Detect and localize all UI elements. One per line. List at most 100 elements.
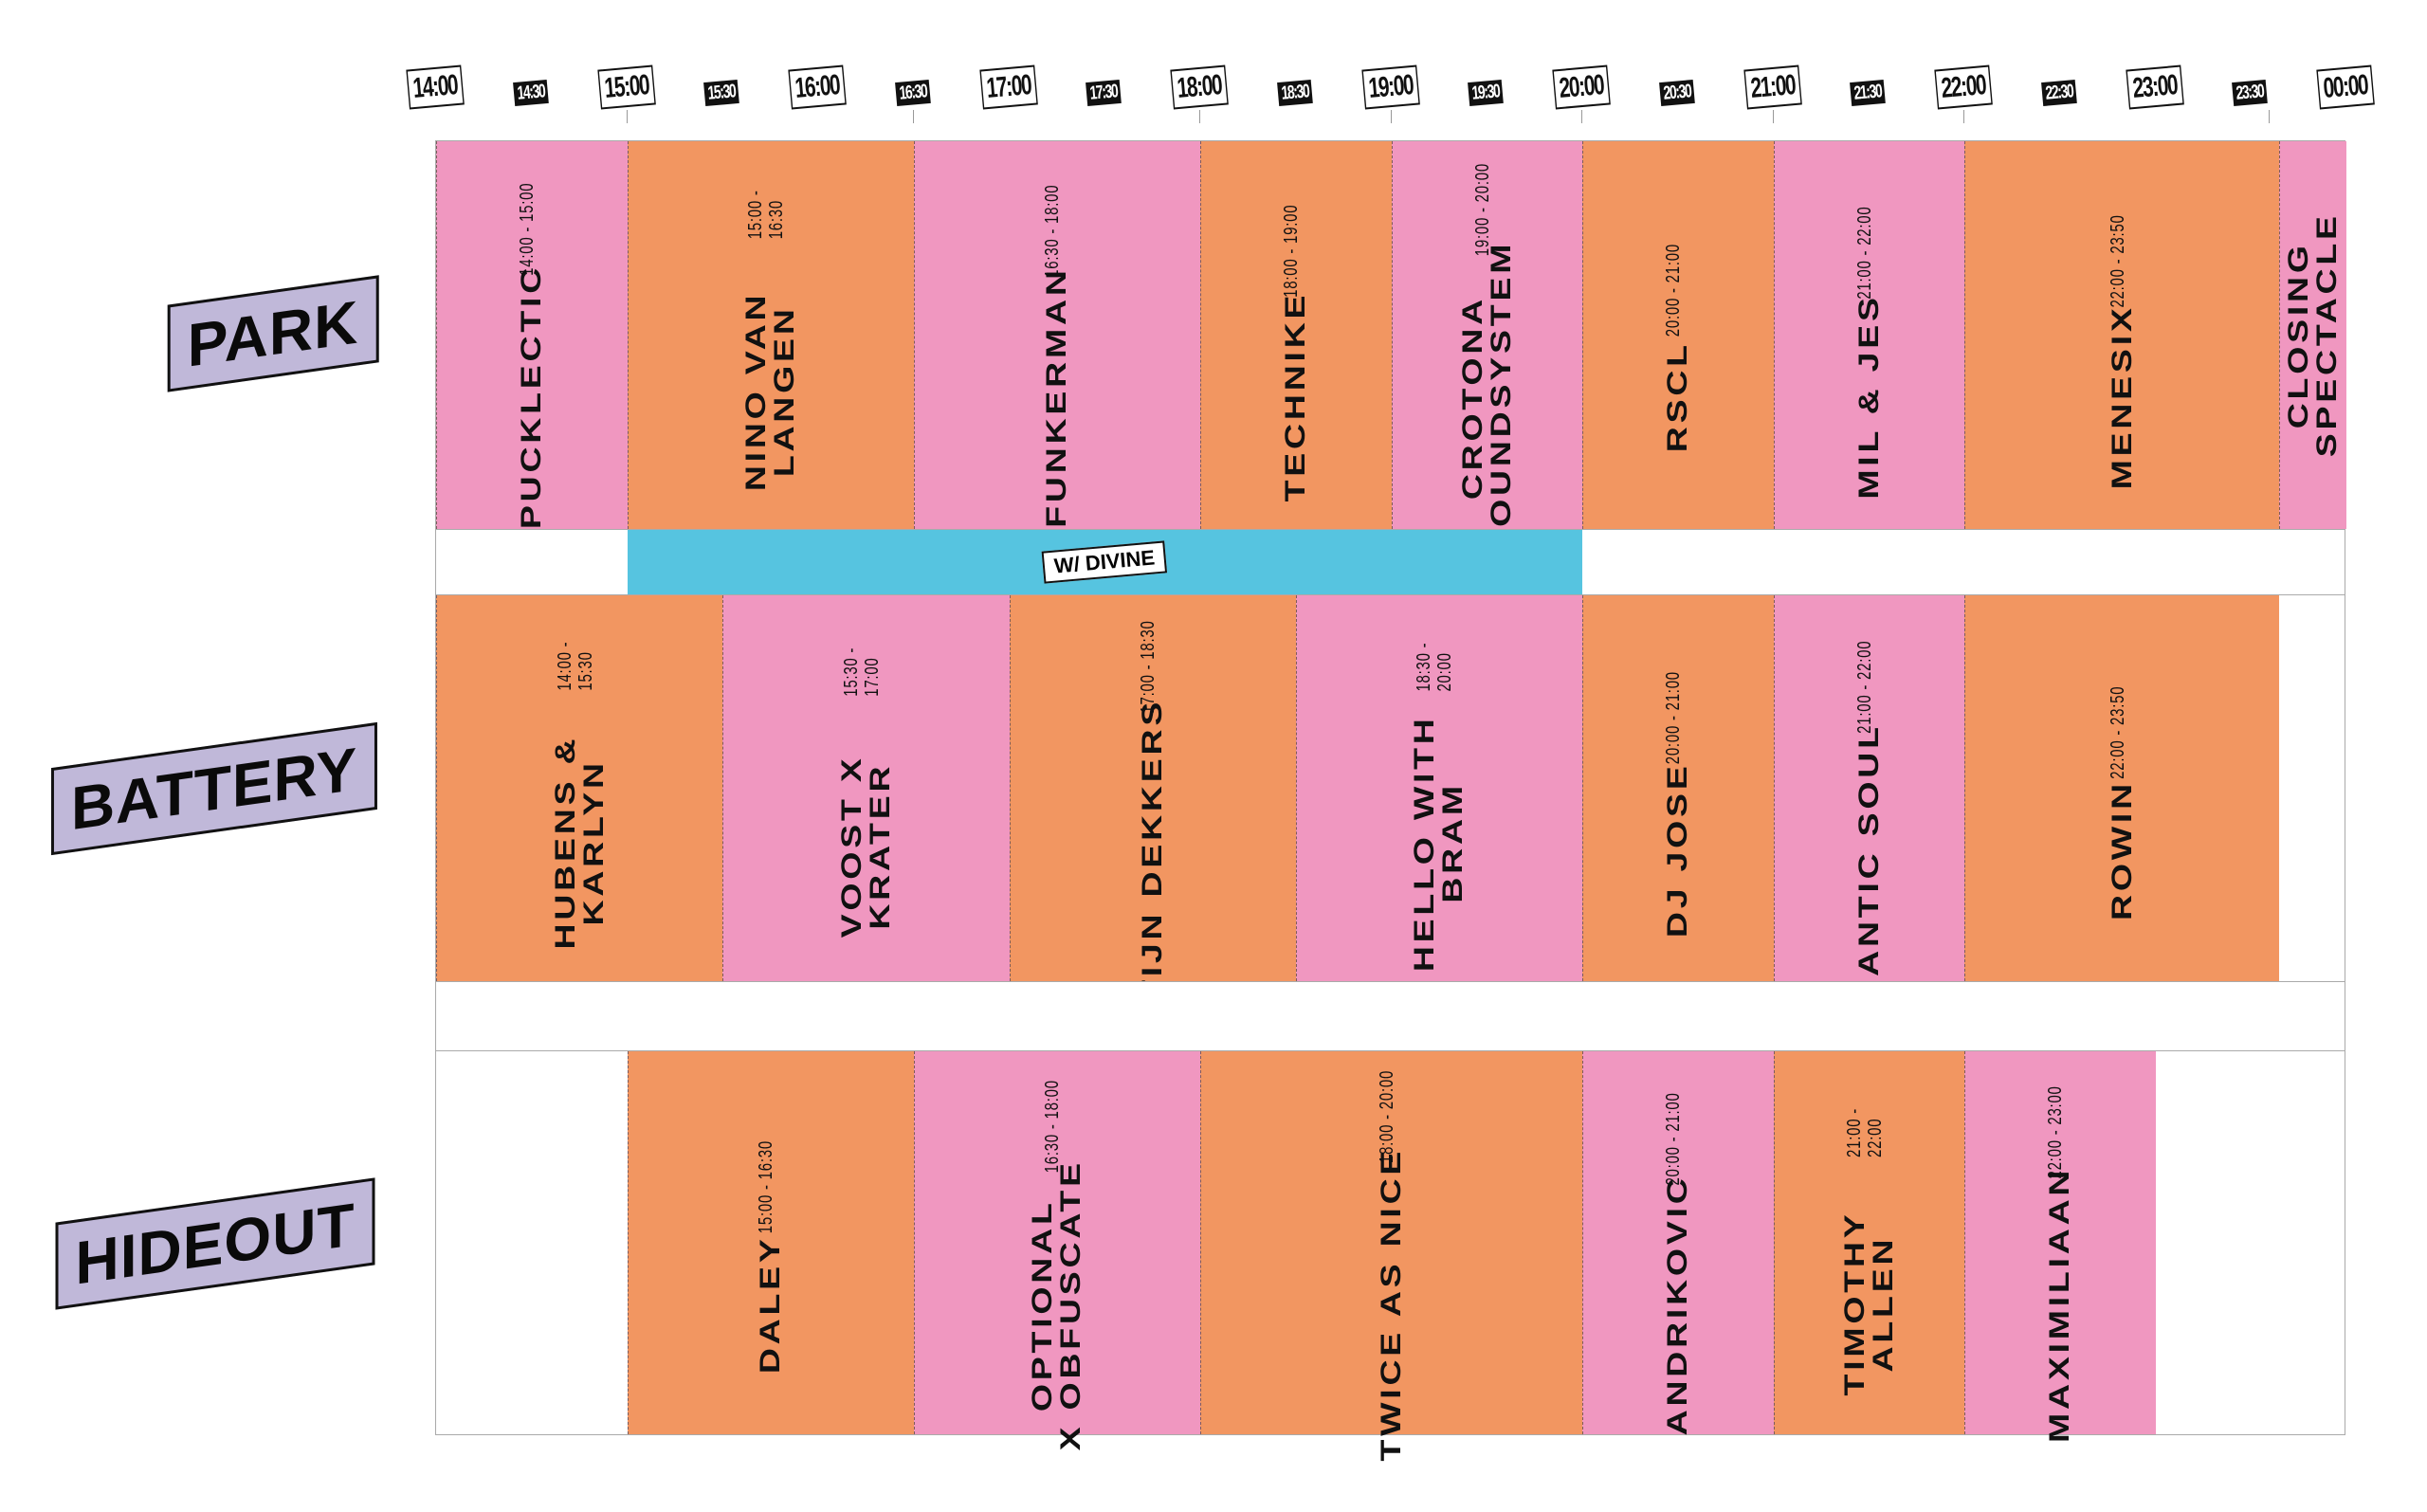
act-name: RSCL [1662, 341, 1694, 453]
stage-label-hideout: HIDEOUT [55, 1177, 375, 1310]
act-block[interactable]: CLOSING SPECTACLE [2279, 141, 2346, 529]
act-name: NINO VAN LANGEN [740, 291, 801, 491]
act-name: VOOST X KRATER [835, 754, 896, 938]
act-time: 21:00 - 22:00 [1853, 640, 1875, 734]
time-tick [912, 110, 914, 123]
time-label: 19:00 [1360, 64, 1420, 110]
time-tick [1199, 110, 1200, 123]
act-name: CROTONA SOUNDSYSTEM [1456, 240, 1517, 555]
time-label: 15:30 [703, 79, 740, 107]
act-block[interactable]: VOOST X KRATER 15:30 - 17:00 [722, 595, 1010, 981]
act-name: TIJN DEKKERS [1137, 698, 1169, 1002]
act-name: MENESIX [2106, 304, 2138, 490]
act-time: 15:00 - 16:30 [756, 1140, 777, 1234]
time-label: 15:00 [596, 64, 656, 110]
act-time: 15:30 - 17:00 [840, 647, 883, 697]
act-time: 16:30 - 18:00 [1042, 184, 1064, 278]
act-name: CLOSING SPECTACLE [2283, 212, 2344, 458]
time-label: 14:00 [406, 64, 465, 110]
act-block[interactable]: HUBENS & KARLYN 14:00 - 15:30 [436, 595, 723, 981]
act-time: 22:00 - 23:00 [2045, 1085, 2067, 1179]
act-time: 18:30 - 20:00 [1414, 642, 1456, 692]
time-label: 20:30 [1658, 79, 1695, 107]
time-label: 14:30 [512, 79, 549, 107]
divine-label: W/ DIVINE [1041, 540, 1168, 584]
act-time: 20:00 - 21:00 [1663, 244, 1685, 337]
act-block[interactable]: NINO VAN LANGEN 15:00 - 16:30 [627, 141, 914, 529]
time-label: 23:00 [2125, 64, 2184, 110]
time-label: 21:00 [1743, 64, 1802, 110]
act-name: HUBENS & KARLYN [549, 736, 610, 950]
act-time: 22:00 - 23:50 [2107, 685, 2128, 779]
time-tick [1390, 110, 1392, 123]
act-name: OPTIONAL X OBFUSCATE [1027, 1158, 1087, 1451]
act-name: TECHNIKE [1280, 292, 1312, 502]
act-time: 14:00 - 15:00 [517, 182, 538, 276]
act-name: DALEY [755, 1235, 787, 1375]
act-name: MIL & JES [1852, 294, 1885, 501]
act-time: 18:00 - 20:00 [1377, 1070, 1397, 1164]
act-text: RSCL 20:00 - 21:00 [1662, 228, 1693, 453]
act-block[interactable]: RSCL 20:00 - 21:00 [1582, 141, 1774, 529]
act-time: 16:30 - 18:00 [1042, 1080, 1064, 1174]
time-tick [1581, 110, 1582, 123]
spacer-row [435, 981, 2345, 1051]
time-label: 17:30 [1086, 79, 1122, 107]
time-label: 00:00 [2316, 64, 2375, 110]
time-label: 18:30 [1276, 79, 1313, 107]
time-tick [1772, 110, 1774, 123]
act-time: 17:00 - 18:30 [1138, 620, 1159, 714]
stage-label-park: PARK [167, 275, 379, 392]
time-label: 16:30 [894, 79, 931, 107]
act-name: HELLO WITH BRAM [1409, 714, 1469, 972]
time-label: 22:00 [1934, 64, 1993, 110]
act-name: ANTIC SOUL [1852, 723, 1885, 977]
time-tick [1963, 110, 1964, 123]
time-label: 16:00 [788, 64, 847, 110]
act-time: 19:00 - 20:00 [1471, 163, 1493, 257]
time-label: 22:30 [2040, 79, 2077, 107]
act-time: 21:00 - 22:00 [1853, 206, 1875, 300]
act-text: HELLO WITH BRAM 18:30 - 20:00 [1409, 595, 1469, 981]
act-time: 15:00 - 16:30 [745, 189, 788, 239]
time-tick [2269, 110, 2271, 123]
time-tick [626, 110, 628, 123]
time-label: 20:00 [1552, 64, 1611, 110]
act-block[interactable]: HELLO WITH BRAM 18:30 - 20:00 [1295, 595, 1582, 981]
act-time: 22:00 - 23:50 [2107, 214, 2128, 308]
act-name: ROWIN [2106, 779, 2138, 920]
act-time: 14:00 - 15:30 [554, 641, 596, 691]
act-name: ANDRIKOVIC [1662, 1174, 1694, 1435]
act-name: TIMOTHY ALLEN [1838, 1211, 1899, 1396]
time-label: 19:30 [1468, 79, 1505, 107]
